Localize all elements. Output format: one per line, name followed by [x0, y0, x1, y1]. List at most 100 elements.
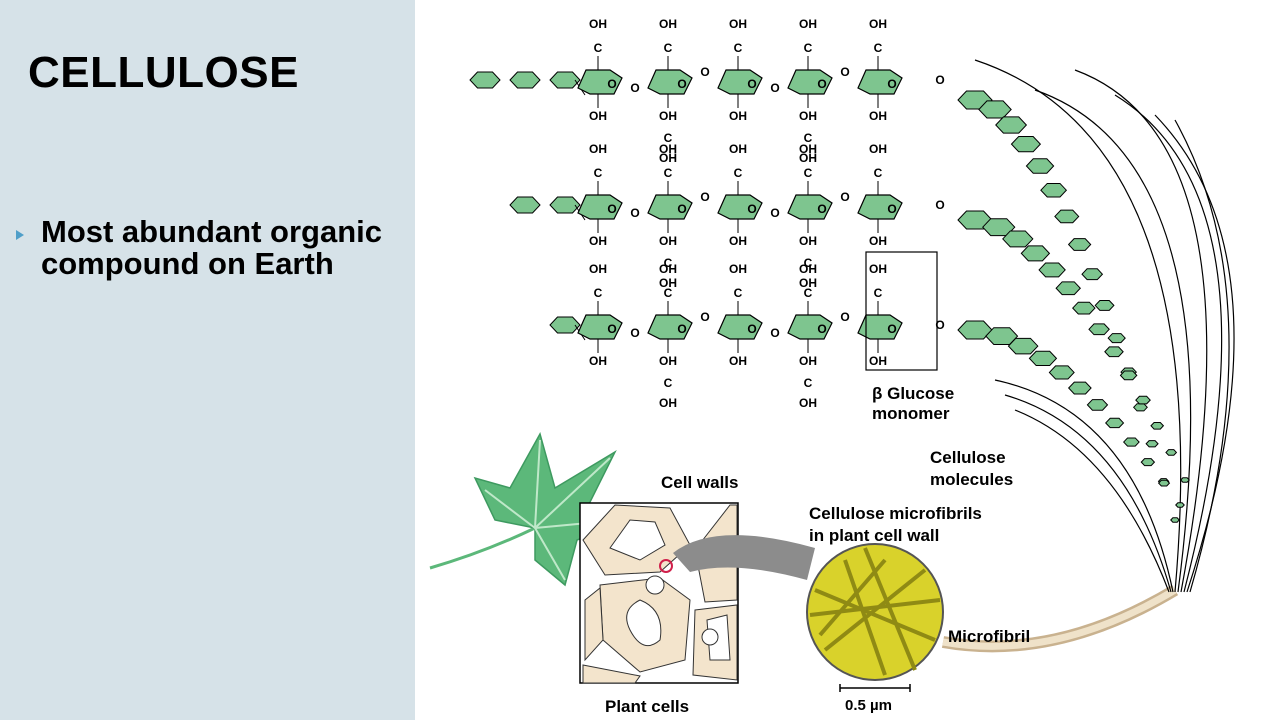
carbon-label: C	[664, 286, 673, 300]
bridge-oxygen: O	[630, 326, 639, 340]
glucose-ring	[1054, 209, 1080, 224]
hydroxyl-label: OH	[799, 151, 817, 165]
glucose-ring	[1040, 182, 1068, 198]
carbon-label: C	[874, 286, 883, 300]
hydroxyl-label: OH	[799, 262, 817, 276]
glucose-ring	[1135, 395, 1151, 405]
glucose-ring	[1002, 230, 1034, 248]
bridge-oxygen: O	[840, 310, 849, 324]
carbon-label: C	[664, 166, 673, 180]
hydroxyl-label: OH	[869, 17, 887, 31]
hydroxyl-label: OH	[659, 109, 677, 123]
bridge-oxygen: O	[700, 65, 709, 79]
glucose-ring	[1094, 299, 1115, 311]
scale-bar	[839, 684, 911, 692]
carbon-label: C	[594, 41, 603, 55]
hydroxyl-label: OH	[869, 262, 887, 276]
ring-oxygen: O	[887, 322, 896, 336]
leaf-illustration	[429, 432, 628, 587]
ring-oxygen: O	[887, 77, 896, 91]
glucose-ring	[717, 69, 763, 95]
carbon-label: C	[874, 41, 883, 55]
ring-oxygen: O	[747, 77, 756, 91]
carbon-label: C	[804, 376, 813, 390]
hydroxyl-label: OH	[729, 17, 747, 31]
hydroxyl-label: OH	[659, 262, 677, 276]
bridge-oxygen: O	[935, 198, 944, 212]
bridge-oxygen: O	[935, 73, 944, 87]
glucose-ring	[1048, 365, 1075, 380]
cellulose-molecule-lines	[974, 59, 1235, 593]
monomer-highlight-box	[865, 251, 938, 371]
hydroxyl-label: OH	[729, 234, 747, 248]
monomer-label-line2: monomer	[872, 404, 950, 423]
bridge-oxygen: O	[840, 190, 849, 204]
glucose-ring	[549, 316, 581, 334]
glucose-ring	[577, 194, 623, 220]
hydroxyl-label: OH	[589, 17, 607, 31]
glucose-ring	[1150, 421, 1165, 430]
carbon-label: C	[734, 286, 743, 300]
molecules-label-line2: molecules	[930, 470, 1013, 489]
glucose-ring	[1088, 323, 1110, 336]
hydroxyl-label: OH	[799, 109, 817, 123]
chain-tails	[957, 90, 1190, 523]
glucose-ring	[857, 69, 903, 95]
glucose-ring	[1107, 333, 1126, 344]
glucose-ring	[717, 194, 763, 220]
ring-oxygen: O	[607, 322, 616, 336]
bridge-oxygen: O	[700, 190, 709, 204]
hydroxyl-label: OH	[799, 354, 817, 368]
hydroxyl-label: OH	[799, 234, 817, 248]
hydroxyl-label: OH	[659, 396, 677, 410]
microfibril-label: Microfibril	[948, 627, 1030, 646]
carbon-label: C	[664, 256, 673, 270]
sidebar-panel: CELLULOSE Most abundant organic compound…	[0, 0, 415, 720]
ring-oxygen: O	[817, 77, 826, 91]
hydroxyl-label: OH	[659, 151, 677, 165]
carbon-label: C	[804, 131, 813, 145]
carbon-label: C	[804, 286, 813, 300]
hydroxyl-label: OH	[659, 234, 677, 248]
hydroxyl-label: OH	[799, 396, 817, 410]
micrograph-circle	[806, 543, 944, 681]
carbon-label: C	[594, 286, 603, 300]
carbon-label: C	[664, 376, 673, 390]
glucose-ring	[1025, 158, 1055, 174]
hydroxyl-label: OH	[799, 276, 817, 290]
carbon-label: C	[734, 41, 743, 55]
scale-bar-label: 0.5 µm	[845, 697, 892, 714]
plant-cells-box	[579, 502, 739, 684]
glucose-ring	[1104, 346, 1124, 358]
bullet-text: Most abundant organic compound on Earth	[41, 214, 382, 281]
glucose-ring	[577, 69, 623, 95]
carbon-label: C	[804, 256, 813, 270]
glucose-ring	[857, 194, 903, 220]
hydroxyl-label: OH	[729, 142, 747, 156]
glucose-ring	[1086, 399, 1109, 411]
hydroxyl-label: OH	[799, 17, 817, 31]
glucose-ring	[1038, 262, 1066, 278]
hydroxyl-label: OH	[659, 276, 677, 290]
glucose-ring	[1180, 477, 1190, 483]
glucose-ring	[1055, 281, 1082, 296]
glucose-ring	[549, 196, 581, 214]
hydroxyl-label: OH	[589, 234, 607, 248]
hydroxyl-label: OH	[869, 354, 887, 368]
pointer-arrow	[673, 535, 815, 580]
bridge-oxygen: O	[630, 206, 639, 220]
plant-cells-label: Plant cells	[605, 697, 689, 716]
microfibril-rod	[941, 584, 1179, 653]
hydroxyl-label: OH	[729, 262, 747, 276]
ring-oxygen: O	[677, 77, 686, 91]
glucose-ring	[469, 71, 501, 89]
glucose-ring	[509, 71, 541, 89]
hydroxyl-label: OH	[589, 354, 607, 368]
molecules-label-line1: Cellulose	[930, 448, 1006, 467]
hydroxyl-label: OH	[729, 109, 747, 123]
hydroxyl-label: OH	[659, 354, 677, 368]
ring-oxygen: O	[817, 202, 826, 216]
ring-oxygen: O	[677, 202, 686, 216]
glucose-ring	[1165, 449, 1178, 456]
